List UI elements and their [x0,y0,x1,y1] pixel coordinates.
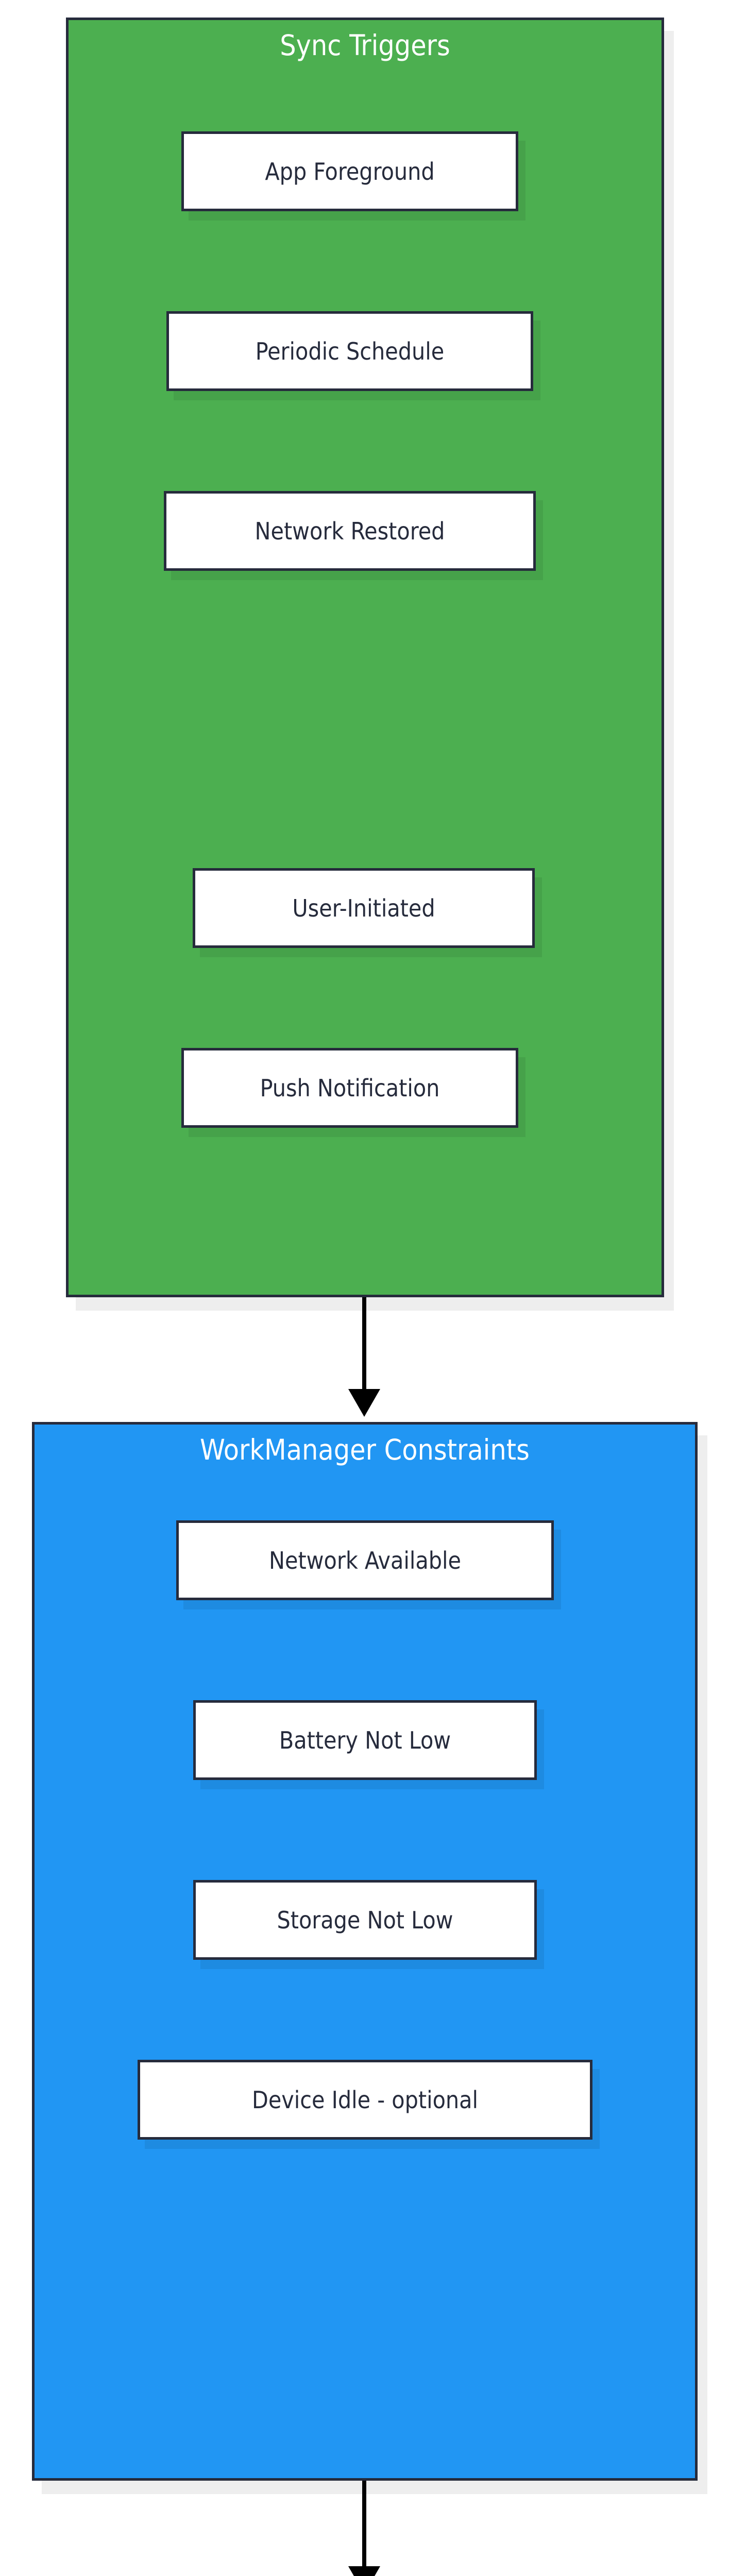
node-app-foreground[interactable]: App Foreground [181,131,518,211]
node-periodic-schedule[interactable]: Periodic Schedule [166,311,533,391]
node-label: Network Restored [255,517,445,545]
node-network-available[interactable]: Network Available [176,1520,554,1600]
node-label: Push Notification [260,1074,440,1102]
node-user-initiated[interactable]: User-Initiated [193,868,535,948]
node-push-notification[interactable]: Push Notification [181,1048,518,1128]
arrow-workmanager-constraints-to-sync-priority [348,2481,380,2576]
node-label: Storage Not Low [277,1906,453,1934]
node-label: Device Idle - optional [251,2086,479,2114]
node-network-restored[interactable]: Network Restored [164,491,536,571]
node-label: Network Available [269,1546,461,1574]
node-label: Battery Not Low [279,1726,451,1754]
cluster-title-sync-triggers: Sync Triggers [280,29,450,62]
node-label: Periodic Schedule [255,337,445,365]
node-device-idle-optional[interactable]: Device Idle - optional [138,2060,592,2140]
cluster-title-workmanager-constraints: WorkManager Constraints [200,1433,530,1466]
arrow-sync-triggers-to-workmanager-constraints [348,1297,380,1417]
node-battery-not-low[interactable]: Battery Not Low [193,1700,537,1780]
node-label: App Foreground [265,157,435,185]
node-label: User-Initiated [292,894,435,922]
node-storage-not-low[interactable]: Storage Not Low [193,1880,537,1960]
